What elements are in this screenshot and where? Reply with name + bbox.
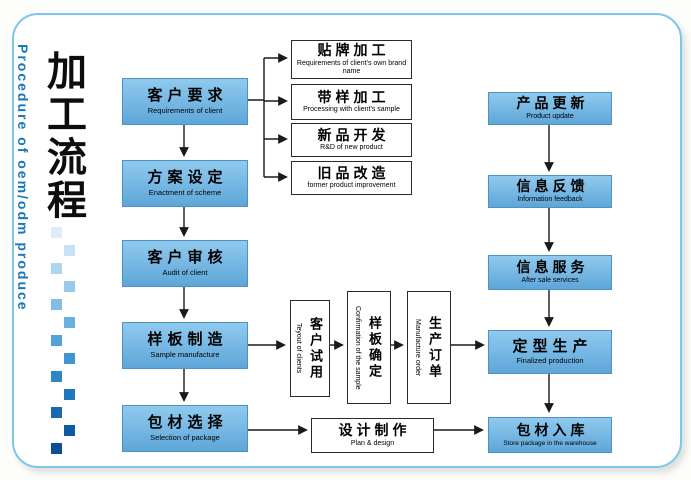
node-label-en: Enactment of scheme — [148, 187, 222, 197]
node-label-zh: 定型生产 — [512, 337, 593, 355]
node-plan-design: 设计制作 Plan & design — [311, 418, 434, 453]
node-label-zh: 信息反馈 — [516, 177, 589, 194]
node-label-en: former product improvement — [307, 182, 396, 190]
node-label-en: Finalized production — [516, 356, 584, 366]
node-label-en: Manufacture order — [414, 318, 421, 377]
node-enactment-of-scheme: 方案设定 Enactment of scheme — [122, 160, 248, 207]
node-label-zh: 样板确定 — [367, 315, 382, 380]
decor-square — [64, 281, 75, 292]
node-label-zh: 信息服务 — [516, 258, 589, 275]
decor-square — [51, 263, 62, 274]
node-new-product-rd: 新品开发 R&D of new product — [291, 123, 412, 157]
decor-square — [51, 443, 62, 454]
decor-square — [64, 425, 75, 436]
node-label-en: Requirements of client’s own brand name — [296, 59, 407, 75]
decor-square — [51, 407, 62, 418]
node-label-en: Processing with client’s sample — [303, 106, 400, 114]
node-after-sale-services: 信息服务 After sale services — [488, 255, 612, 290]
node-finalized-production: 定型生产 Finalized production — [488, 330, 612, 374]
node-label-zh: 新品开发 — [317, 126, 390, 143]
node-label-en: R&D of new product — [320, 144, 383, 152]
decor-square — [64, 389, 75, 400]
node-label-en: Product update — [526, 113, 574, 121]
node-label-zh: 带样加工 — [317, 88, 390, 105]
node-information-feedback: 信息反馈 Information feedback — [488, 175, 612, 208]
node-requirements-of-client: 客户要求 Requirements of client — [122, 78, 248, 125]
node-label-zh: 产品更新 — [516, 94, 589, 111]
decor-square — [51, 227, 62, 238]
node-label-en: Requirements of client — [147, 105, 223, 115]
node-sample-confirmation: Confirmation of the sample 样板确定 — [347, 291, 391, 404]
page-title: 加工流程 — [40, 50, 87, 222]
node-sample-manufacture: 样板制造 Sample manufacture — [122, 322, 248, 369]
node-label-en: Store package in the warehouse — [503, 440, 597, 448]
node-label-zh: 样板制造 — [147, 331, 228, 349]
decor-square — [64, 353, 75, 364]
node-package-warehouse: 包材入库 Store package in the warehouse — [488, 417, 612, 453]
node-label-zh: 客户要求 — [147, 87, 228, 105]
node-label-en: Sample manufacture — [150, 349, 220, 359]
node-label-en: Information feedback — [517, 196, 583, 204]
decor-square — [64, 245, 75, 256]
node-label-en: Confirmation of the sample — [354, 305, 361, 390]
node-label-en: After sale services — [521, 277, 579, 285]
decor-square — [51, 299, 62, 310]
vertical-subtitle: Procedure of oem/odm produce — [15, 44, 31, 312]
decor-square — [64, 317, 75, 328]
decor-square — [51, 371, 62, 382]
node-label-zh: 方案设定 — [147, 169, 228, 187]
node-label-zh: 包材入库 — [516, 421, 589, 438]
node-label-zh: 旧品改造 — [317, 164, 390, 181]
node-selection-of-package: 包材选择 Selection of package — [122, 405, 248, 452]
decor-squares — [51, 227, 77, 467]
node-label-zh: 设计制作 — [338, 422, 411, 439]
node-label-zh: 客户审核 — [147, 249, 228, 267]
node-audit-of-client: 客户审核 Audit of client — [122, 240, 248, 287]
node-manufacture-order: Manufacture order 生产订单 — [407, 291, 451, 404]
node-product-update: 产品更新 Product update — [488, 92, 612, 125]
node-label-en: Selection of package — [150, 432, 220, 442]
node-label-zh: 贴牌加工 — [317, 42, 390, 59]
node-client-tryout: Teyout of clients 客户试用 — [290, 300, 330, 397]
node-label-en: Audit of client — [162, 267, 208, 277]
node-own-brand-processing: 贴牌加工 Requirements of client’s own brand … — [291, 40, 412, 79]
node-former-product-improvement: 旧品改造 former product improvement — [291, 161, 412, 195]
node-sample-processing: 带样加工 Processing with client’s sample — [291, 84, 412, 120]
node-label-en: Plan & design — [350, 439, 395, 447]
node-label-zh: 生产订单 — [427, 315, 442, 380]
decor-square — [51, 335, 62, 346]
node-label-zh: 包材选择 — [147, 414, 228, 432]
node-label-en: Teyout of clients — [295, 323, 302, 374]
node-label-zh: 客户试用 — [308, 316, 323, 381]
